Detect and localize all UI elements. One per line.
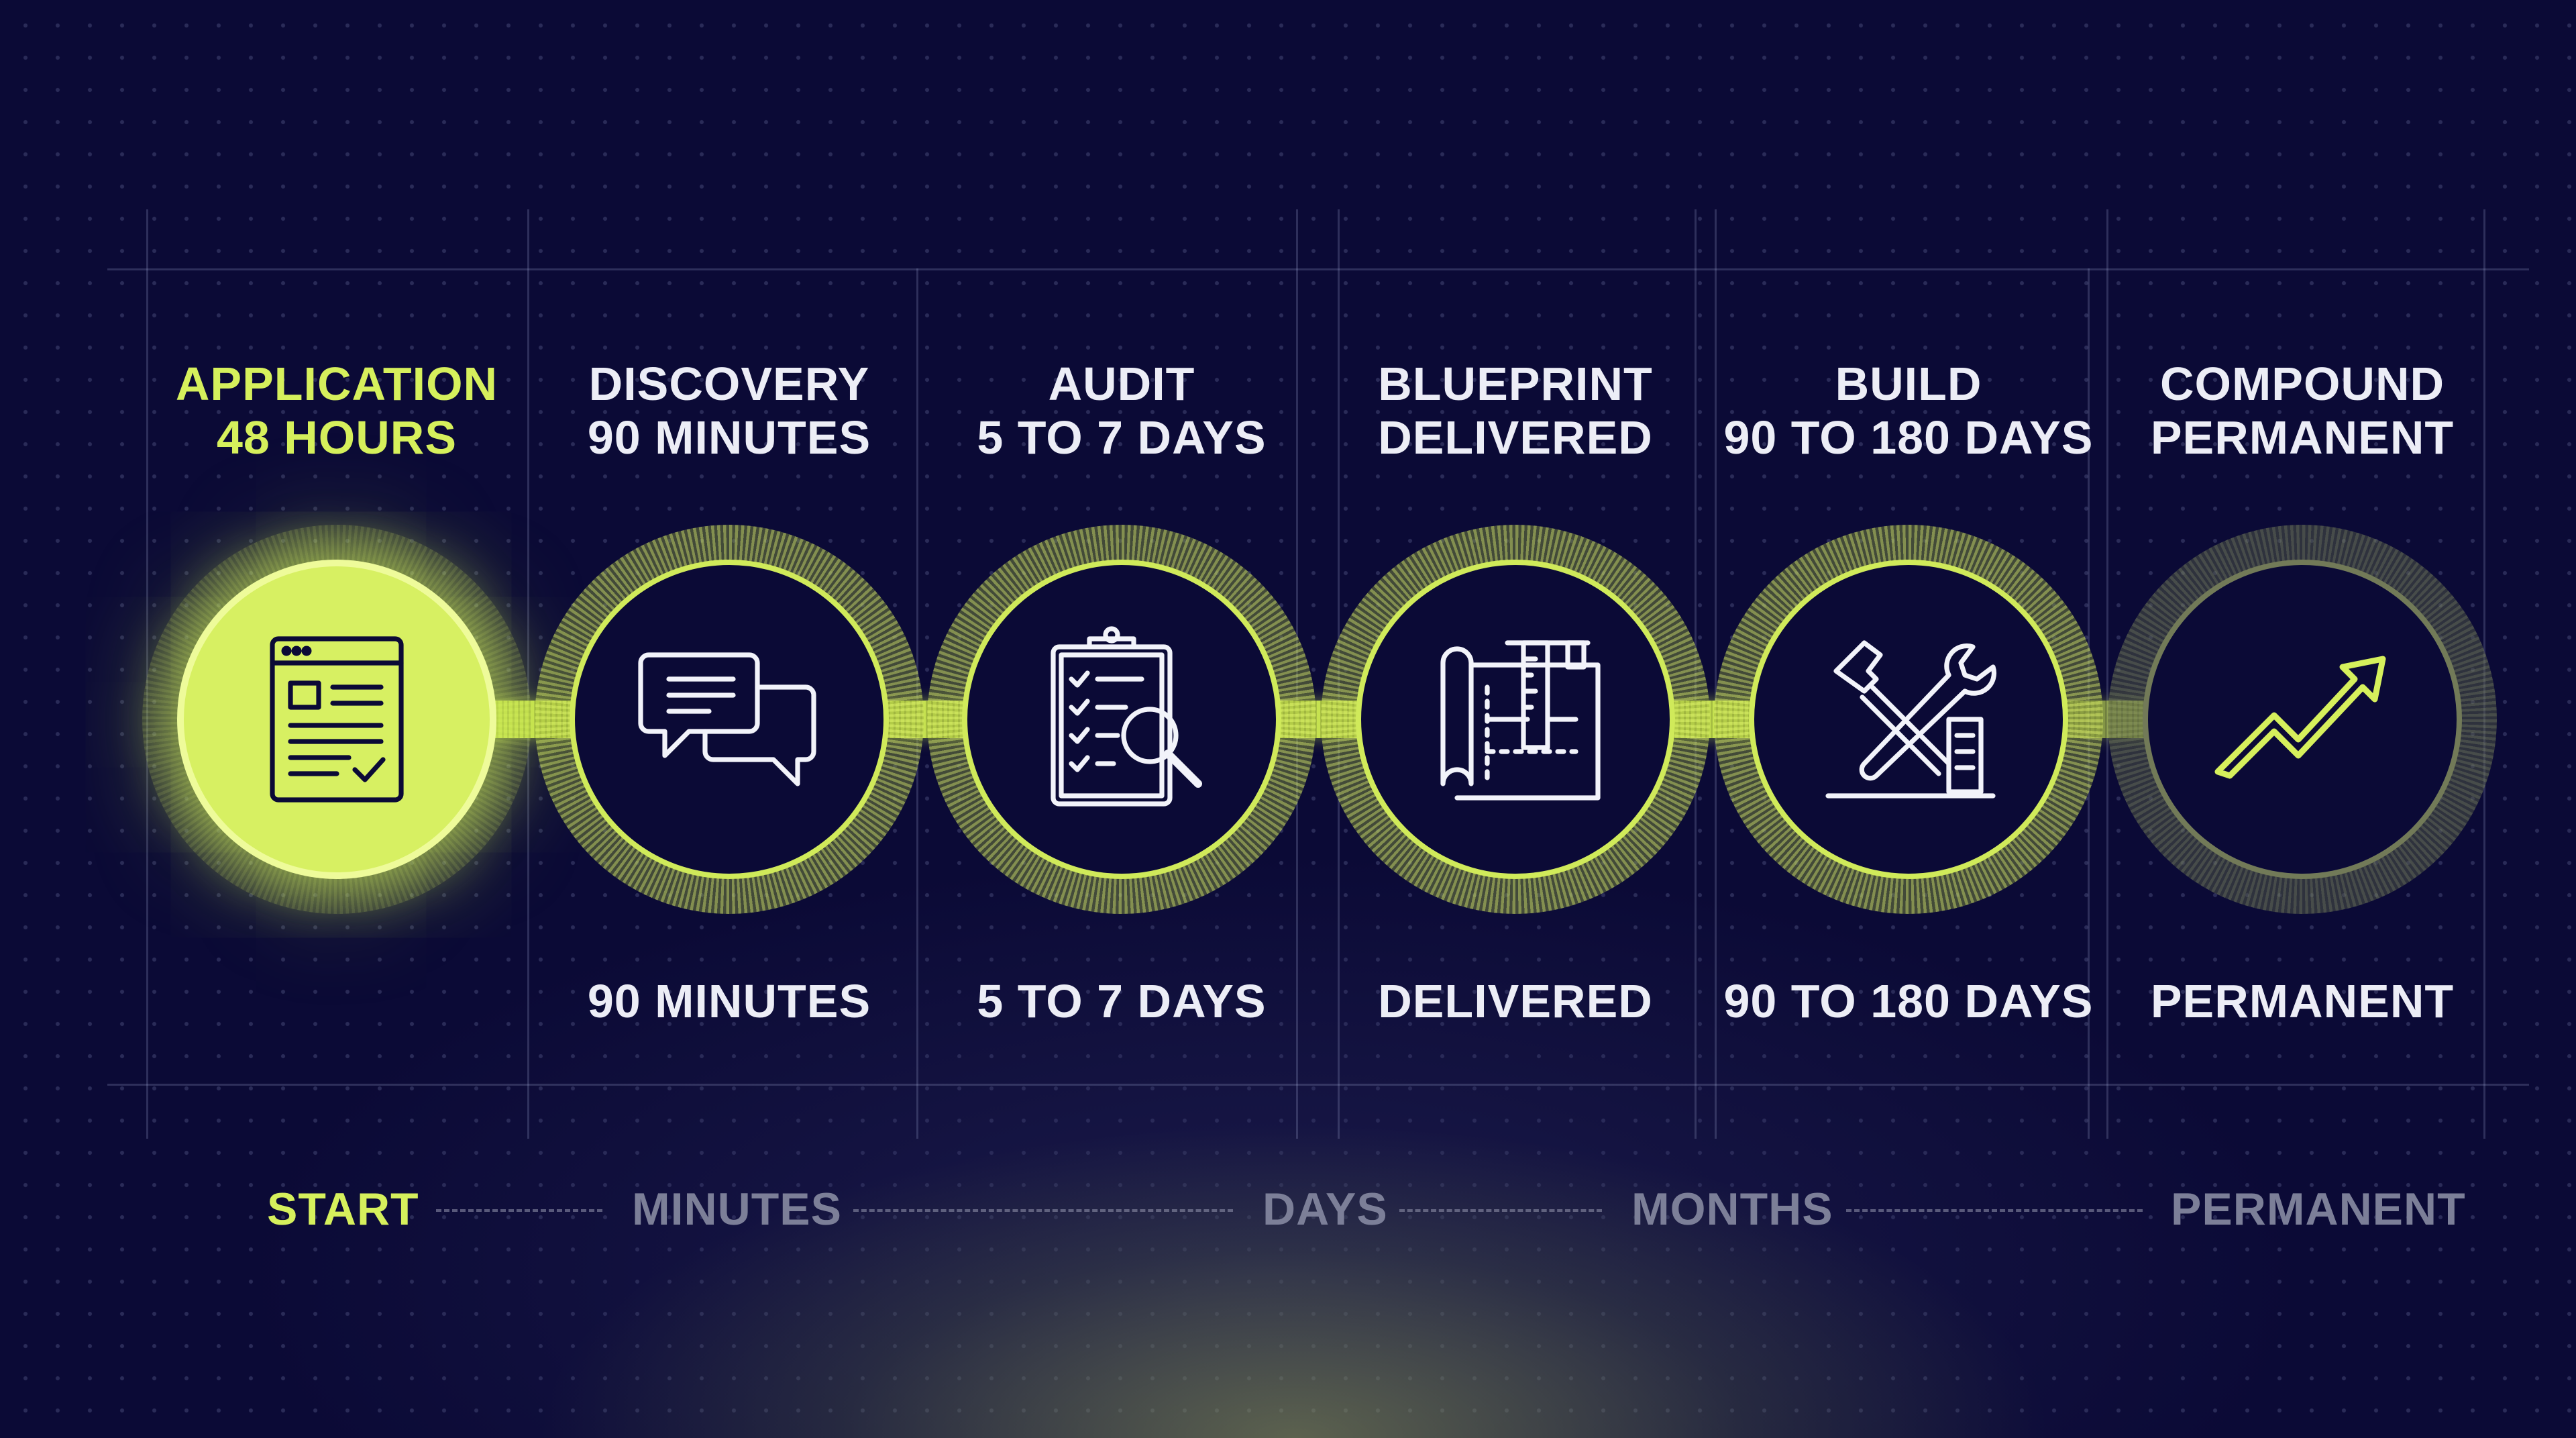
grid-divider [527, 209, 529, 1139]
grid-line-top [107, 268, 2529, 270]
stage-label-build: BUILD 90 TO 180 DAYS [1707, 357, 2110, 464]
timeline-dash [853, 1209, 1233, 1212]
stage-node-compound[interactable] [2143, 560, 2462, 879]
stage-duration: 48 HOURS [216, 411, 458, 464]
grid-divider [1715, 209, 1717, 1139]
stage-title: BLUEPRINT [1378, 358, 1653, 410]
stage-label-application: APPLICATION 48 HOURS [136, 357, 538, 464]
stage-label-blueprint: BLUEPRINT DELIVERED [1314, 357, 1717, 464]
chat-bubbles-icon [638, 652, 816, 786]
stage-bottom-label: 90 MINUTES [587, 975, 871, 1027]
stage-title: COMPOUND [2159, 358, 2445, 410]
timeline-label-days: DAYS [1263, 1184, 1388, 1235]
stage-label-compound: COMPOUND PERMANENT [2101, 357, 2504, 464]
stage-node-discovery[interactable] [570, 560, 889, 879]
stage-title: APPLICATION [175, 358, 498, 410]
stage-duration: 90 MINUTES [587, 411, 871, 464]
stage-title: AUDIT [1048, 358, 1195, 410]
timeline-dash [1399, 1209, 1602, 1212]
stage-duration: PERMANENT [2150, 411, 2455, 464]
grid-line-bottom [107, 1084, 2529, 1086]
timeline-dash [1846, 1209, 2143, 1212]
stage-bottom-label: 90 TO 180 DAYS [1723, 975, 2094, 1027]
timeline-label-start: START [267, 1184, 419, 1235]
stage-title: BUILD [1835, 358, 1982, 410]
stage-bottom-label: 5 TO 7 DAYS [977, 975, 1267, 1027]
stage-node-blueprint[interactable] [1356, 560, 1675, 879]
stage-label-discovery: DISCOVERY 90 MINUTES [528, 357, 930, 464]
stage-duration: DELIVERED [1378, 411, 1653, 464]
stage-label-audit: AUDIT 5 TO 7 DAYS [920, 357, 1323, 464]
tools-building-icon [1825, 640, 1997, 799]
trending-up-arrow-icon [2214, 656, 2386, 779]
stage-bottom-label: PERMANENT [2150, 975, 2455, 1027]
grid-divider [2106, 209, 2108, 1139]
stage-node-build[interactable] [1749, 560, 2068, 879]
timeline-label-permanent: PERMANENT [2171, 1184, 2466, 1235]
stage-duration: 90 TO 180 DAYS [1723, 411, 2094, 464]
stage-node-application[interactable] [177, 560, 496, 879]
application-form-icon [270, 636, 404, 803]
stage-title: DISCOVERY [588, 358, 870, 410]
blueprint-icon [1440, 640, 1601, 801]
timeline-label-minutes: MINUTES [632, 1184, 842, 1235]
clipboard-search-icon [1051, 626, 1202, 807]
stage-bottom-label: DELIVERED [1378, 975, 1653, 1027]
stage-duration: 5 TO 7 DAYS [977, 411, 1267, 464]
stage-node-audit[interactable] [962, 560, 1281, 879]
timeline-label-months: MONTHS [1631, 1184, 1833, 1235]
timeline-dash [436, 1209, 602, 1212]
grid-divider [146, 209, 148, 1139]
